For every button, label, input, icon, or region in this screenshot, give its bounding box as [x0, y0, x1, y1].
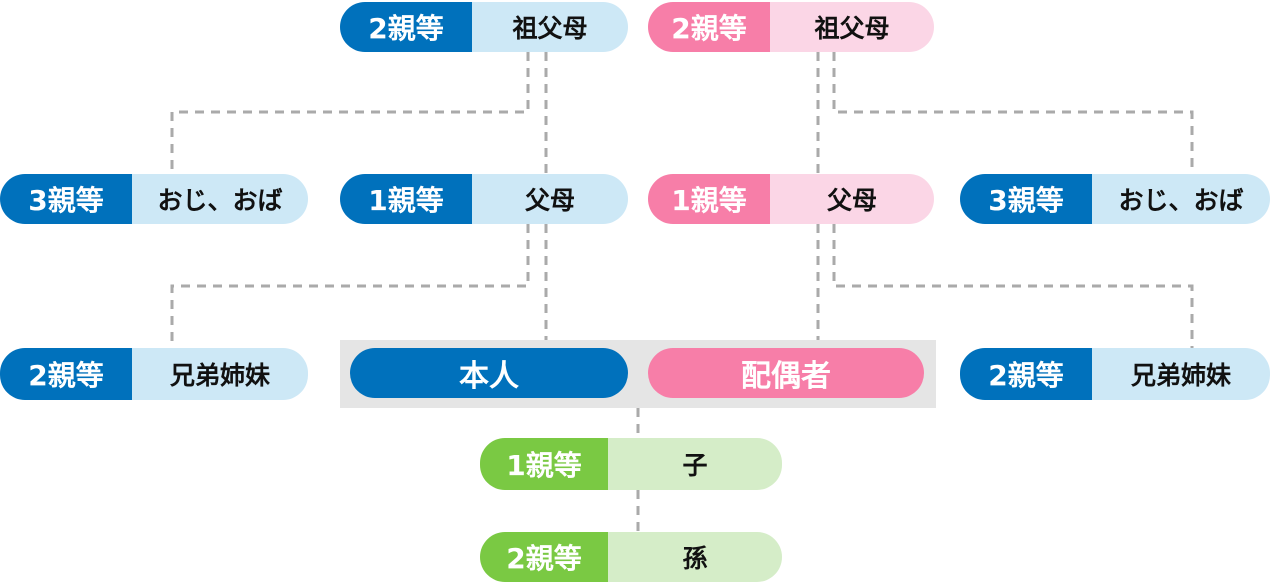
child-node: 1親等 子: [480, 438, 782, 490]
spouse-node: 配偶者: [648, 348, 924, 398]
relation-label: おじ、おば: [1092, 174, 1270, 224]
self-node: 本人: [350, 348, 628, 398]
degree-label: 2親等: [0, 348, 132, 400]
relation-label: 祖父母: [472, 2, 628, 52]
spouse-siblings-node: 2親等 兄弟姉妹: [960, 348, 1270, 400]
degree-label: 1親等: [480, 438, 608, 490]
self-uncles-aunts-node: 3親等 おじ、おば: [0, 174, 308, 224]
relation-label: おじ、おば: [132, 174, 308, 224]
self-parents-node: 1親等 父母: [340, 174, 628, 224]
degree-label: 1親等: [340, 174, 472, 224]
degree-label: 2親等: [480, 532, 608, 582]
degree-label: 2親等: [960, 348, 1092, 400]
spouse-uncles-aunts-node: 3親等 おじ、おば: [960, 174, 1270, 224]
relation-label: 父母: [770, 174, 934, 224]
relation-label: 父母: [472, 174, 628, 224]
relation-label: 兄弟姉妹: [132, 348, 308, 400]
degree-label: 3親等: [0, 174, 132, 224]
relation-label: 兄弟姉妹: [1092, 348, 1270, 400]
degree-label: 3親等: [960, 174, 1092, 224]
relation-label: 祖父母: [770, 2, 934, 52]
grandchild-node: 2親等 孫: [480, 532, 782, 582]
degree-label: 1親等: [648, 174, 770, 224]
self-siblings-node: 2親等 兄弟姉妹: [0, 348, 308, 400]
relation-label: 孫: [608, 532, 782, 582]
self-grandparents-node: 2親等 祖父母: [340, 2, 628, 52]
spouse-parents-node: 1親等 父母: [648, 174, 934, 224]
line-parents-to-siblings-spouse: [832, 224, 1194, 348]
line-grandparents-to-uncles-self: [170, 52, 530, 174]
degree-label: 2親等: [648, 2, 770, 52]
relation-label: 子: [608, 438, 782, 490]
degree-label: 2親等: [340, 2, 472, 52]
spouse-grandparents-node: 2親等 祖父母: [648, 2, 934, 52]
line-parents-to-siblings-self: [170, 224, 530, 348]
line-grandparents-to-uncles-spouse: [832, 52, 1194, 174]
